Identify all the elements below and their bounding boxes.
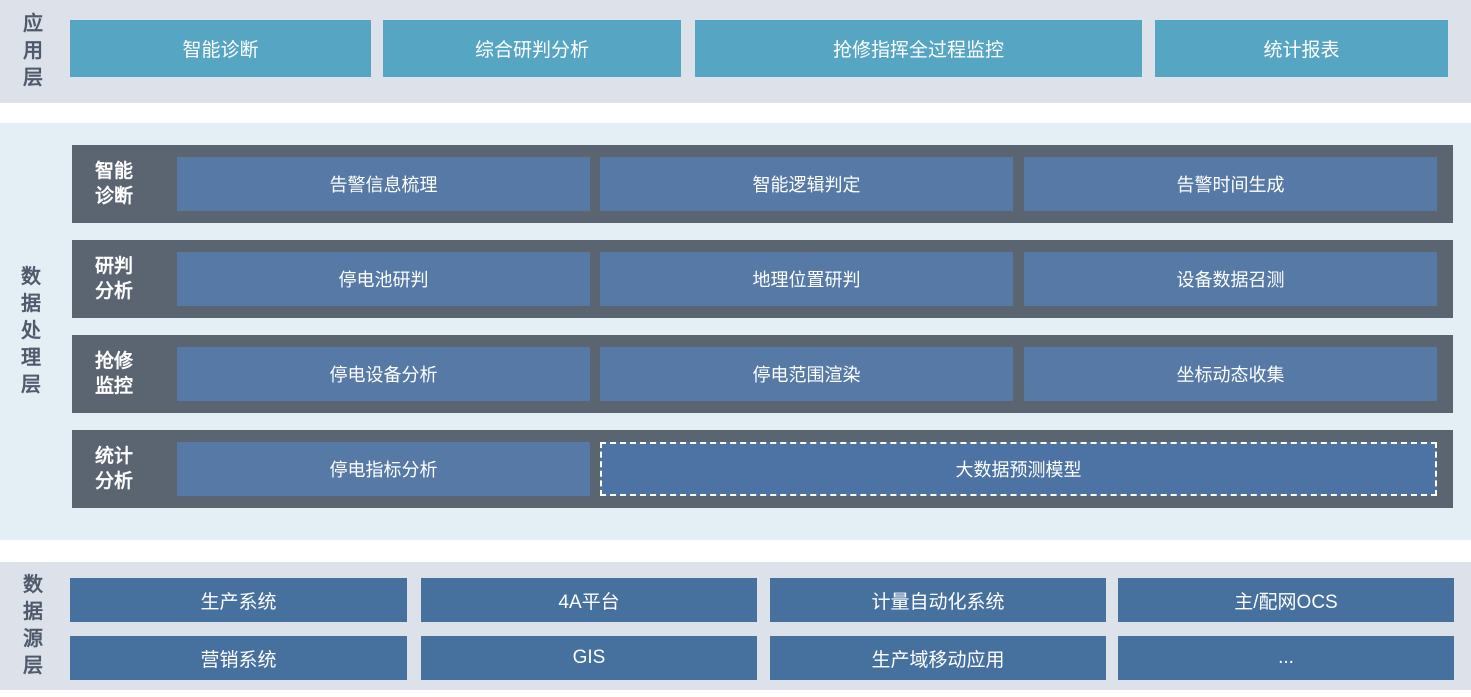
node-geographic-location-analysis: 地理位置研判 [600,252,1013,306]
source-node-main-distribution-ocs: 主/配网OCS [1118,578,1454,622]
source-node-ellipsis: ... [1118,636,1454,680]
processing-row-repair-monitoring: 抢修监控 停电设备分析 停电范围渲染 坐标动态收集 [72,335,1453,413]
source-node-marketing-system: 营销系统 [70,636,407,680]
row-label: 抢修监控 [95,351,134,397]
node-outage-range-rendering: 停电范围渲染 [600,347,1013,401]
processing-row-intelligent-diagnosis: 智能诊断 告警信息梳理 智能逻辑判定 告警时间生成 [72,145,1453,223]
node-intelligent-logic-judgment: 智能逻辑判定 [600,157,1013,211]
source-node-gis: GIS [421,636,757,680]
source-node-4a-platform: 4A平台 [421,578,757,622]
row-label: 统计分析 [95,446,134,492]
processing-row-statistical-analysis: 统计分析 停电指标分析 大数据预测模型 [72,430,1453,508]
node-coordinate-dynamic-collection: 坐标动态收集 [1024,347,1437,401]
node-outage-device-analysis: 停电设备分析 [177,347,590,401]
node-alarm-time-generation: 告警时间生成 [1024,157,1437,211]
node-alarm-info-sorting: 告警信息梳理 [177,157,590,211]
app-node-statistical-reports: 统计报表 [1155,20,1448,77]
app-node-comprehensive-analysis: 综合研判分析 [383,20,681,77]
node-outage-battery-analysis: 停电池研判 [177,252,590,306]
node-outage-indicator-analysis: 停电指标分析 [177,442,590,496]
data-source-layer-label: 数据源层 [23,574,43,677]
app-node-repair-command-monitoring: 抢修指挥全过程监控 [695,20,1142,77]
node-device-data-recall: 设备数据召测 [1024,252,1437,306]
processing-row-analysis: 研判分析 停电池研判 地理位置研判 设备数据召测 [72,240,1453,318]
app-node-intelligent-diagnosis: 智能诊断 [70,20,371,77]
application-layer-label: 应用层 [23,13,43,89]
node-big-data-prediction-model: 大数据预测模型 [600,442,1437,496]
row-label: 智能诊断 [95,161,134,207]
data-processing-layer-section: 数据处理层 智能诊断 告警信息梳理 智能逻辑判定 告警时间生成 研判分析 停电池… [0,123,1471,540]
application-layer-section: 应用层 智能诊断 综合研判分析 抢修指挥全过程监控 统计报表 [0,0,1471,103]
source-node-production-mobile-app: 生产域移动应用 [770,636,1106,680]
row-label: 研判分析 [95,256,134,302]
data-source-layer-section: 数据源层 生产系统 4A平台 计量自动化系统 主/配网OCS 营销系统 GIS … [0,562,1471,690]
source-node-metering-automation-system: 计量自动化系统 [770,578,1106,622]
source-node-production-system: 生产系统 [70,578,407,622]
data-processing-layer-label: 数据处理层 [21,266,41,396]
